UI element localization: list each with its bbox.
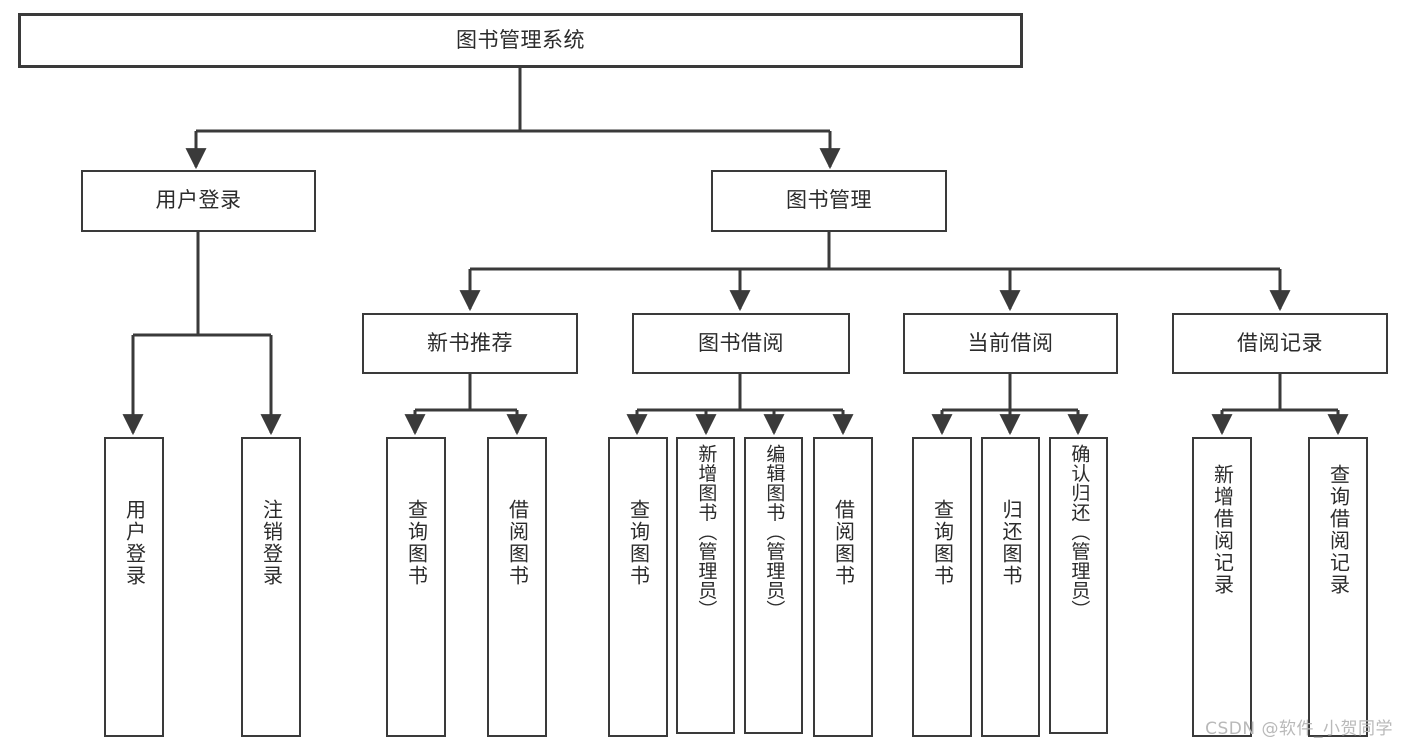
node-leaf-add-book[interactable]: 新增图书（管理员） [676,437,735,734]
node-user-login-label: 用户登录 [155,188,242,213]
node-leaf-edit-book-label: 编辑图书（管理员） [763,444,786,620]
node-leaf-query-book-2-label: 查询图书 [626,499,651,587]
watermark-text: CSDN @软件_小贺同学 [1205,719,1393,739]
node-leaf-borrow-book-1-label: 借阅图书 [505,499,530,587]
node-user-login[interactable]: 用户登录 [81,170,316,232]
node-current-borrow-label: 当前借阅 [967,330,1054,355]
node-leaf-return-book[interactable]: 归还图书 [981,437,1040,737]
node-leaf-confirm-return[interactable]: 确认归还（管理员） [1049,437,1108,734]
node-root[interactable]: 图书管理系统 [18,13,1023,68]
node-leaf-add-record[interactable]: 新增借阅记录 [1192,437,1252,737]
node-leaf-user-logout[interactable]: 注销登录 [241,437,301,737]
node-leaf-borrow-book-2[interactable]: 借阅图书 [813,437,873,737]
node-leaf-query-book-3[interactable]: 查询图书 [912,437,972,737]
node-leaf-query-book-2[interactable]: 查询图书 [608,437,668,737]
node-leaf-borrow-book-1[interactable]: 借阅图书 [487,437,547,737]
node-leaf-edit-book[interactable]: 编辑图书（管理员） [744,437,803,734]
node-book-borrow-label: 图书借阅 [698,330,784,355]
node-leaf-query-book-1[interactable]: 查询图书 [386,437,446,737]
node-book-manage[interactable]: 图书管理 [711,170,947,232]
node-root-label: 图书管理系统 [456,27,585,52]
node-leaf-query-record[interactable]: 查询借阅记录 [1308,437,1368,737]
node-leaf-user-login-label: 用户登录 [122,499,147,587]
node-book-borrow[interactable]: 图书借阅 [632,313,850,374]
node-leaf-add-book-label: 新增图书（管理员） [695,444,718,620]
node-leaf-add-record-label: 新增借阅记录 [1210,464,1235,596]
node-leaf-user-login[interactable]: 用户登录 [104,437,164,737]
node-borrow-record[interactable]: 借阅记录 [1172,313,1388,374]
node-leaf-query-book-3-label: 查询图书 [930,499,955,587]
node-leaf-query-book-1-label: 查询图书 [404,499,429,587]
node-new-book-rec-label: 新书推荐 [427,330,513,355]
node-leaf-borrow-book-2-label: 借阅图书 [831,499,856,587]
node-current-borrow[interactable]: 当前借阅 [903,313,1118,374]
node-borrow-record-label: 借阅记录 [1237,330,1323,355]
node-leaf-query-record-label: 查询借阅记录 [1326,464,1351,596]
node-leaf-return-book-label: 归还图书 [999,499,1023,587]
node-new-book-rec[interactable]: 新书推荐 [362,313,578,374]
node-leaf-confirm-return-label: 确认归还（管理员） [1068,444,1091,620]
node-leaf-user-logout-label: 注销登录 [259,499,284,587]
node-book-manage-label: 图书管理 [786,188,872,213]
